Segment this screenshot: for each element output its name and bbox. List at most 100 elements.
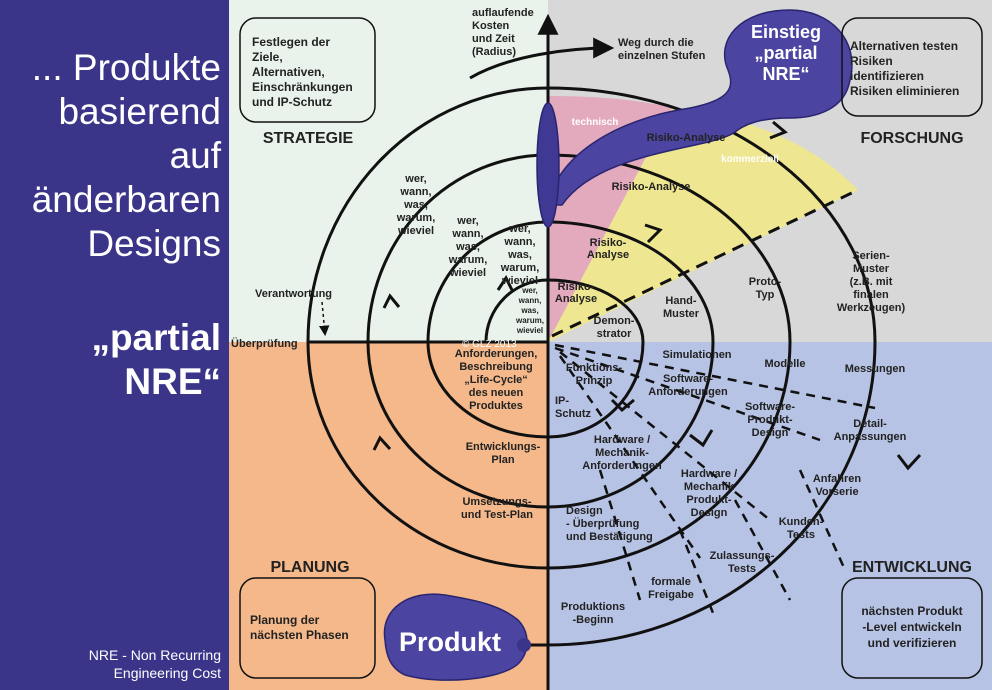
hw-requirements-label-line: Mechanik- xyxy=(595,447,649,459)
detail-adjust-label: Detail-Anpassungen xyxy=(834,418,907,443)
entry-shape xyxy=(547,9,853,206)
customer-tests-label: Kunden-Tests xyxy=(779,516,824,541)
approval-tests-label: Zulassungs-Tests xyxy=(710,550,775,575)
footnote: NRE - Non Recurring Engineering Cost xyxy=(6,646,221,682)
development-box xyxy=(841,577,983,679)
risk-analysis-label-line: Risiko-Analyse xyxy=(647,132,726,144)
serial-sample-label-line: finalen xyxy=(853,289,889,301)
serial-sample-label-line: Muster xyxy=(853,263,890,275)
measurements-label: Messungen xyxy=(845,363,906,375)
models-label: Modelle xyxy=(765,358,806,370)
risk-analysis-label: Risiko-Analyse xyxy=(612,181,691,193)
risk-technical-label-line: technisch xyxy=(572,117,619,128)
prototype-label: Proto-Typ xyxy=(749,276,782,301)
risk-commercial-label-line: kommerziell xyxy=(721,154,779,165)
demonstrator-label-line: Demon- xyxy=(594,315,635,327)
questions-inner-line: warum, xyxy=(500,262,540,274)
hw-requirements-label-line: Anforderungen xyxy=(582,460,662,472)
detail-adjust-label-line: Detail- xyxy=(853,418,887,430)
development-box-text-line: nächsten Produkt xyxy=(861,604,962,618)
production-start-label-line: Produktions xyxy=(561,601,625,613)
research-box-text-line: Risiken eliminieren xyxy=(850,84,959,98)
production-start-label: Produktions-Beginn xyxy=(561,601,625,626)
sw-design-label-line: Produkt- xyxy=(747,414,793,426)
path-label-line: einzelnen Stufen xyxy=(618,50,706,62)
questions-core-line: wieviel xyxy=(516,326,543,335)
direction-arrow xyxy=(382,293,401,309)
requirements-label-line: Beschreibung xyxy=(459,361,532,373)
planning-box-text-line: nächsten Phasen xyxy=(250,628,349,642)
review-label: Überprüfung xyxy=(231,337,298,350)
responsibility-arrow xyxy=(318,301,330,337)
release-label-line: formale xyxy=(651,576,691,588)
risk-technical-label: technisch xyxy=(572,117,619,128)
headline-line: auf xyxy=(169,135,221,176)
pilot-run-label-line: Anfahren xyxy=(813,473,862,485)
development-title-line: ENTWICKLUNG xyxy=(852,559,972,576)
research-box-text-line: Alternativen testen xyxy=(850,39,958,53)
questions-outer: wer,wann,was,warum,wieviel xyxy=(396,173,436,237)
strategy-box xyxy=(239,17,376,123)
spiral-ring-4 xyxy=(306,86,877,647)
dev-divider xyxy=(559,351,771,521)
questions-mid-line: was, xyxy=(455,241,480,253)
questions-mid: wer,wann,was,warum,wieviel xyxy=(448,215,488,279)
review-label-line: Überprüfung xyxy=(231,337,298,350)
function-principle-label-line: Funktions- xyxy=(566,362,623,374)
entry-label-line: NRE“ xyxy=(762,64,809,84)
function-principle-label-line: Prinzip xyxy=(576,375,613,387)
footnote-line: Engineering Cost xyxy=(113,665,221,681)
requirements-label-line: „Life-Cycle“ xyxy=(464,374,528,386)
direction-arrow xyxy=(644,223,663,244)
path-label-line: Weg durch die xyxy=(618,37,694,49)
dev-plan-label-line: Plan xyxy=(491,454,515,466)
design-review-label-line: - Überprüfung xyxy=(566,517,639,530)
requirements-label-line: Produktes xyxy=(469,400,523,412)
risk-analysis-label-line: Risiko-Analyse xyxy=(612,181,691,193)
release-label-line: Freigabe xyxy=(648,589,694,601)
approval-tests-label-line: Tests xyxy=(728,563,756,575)
risk-analysis-label-line: Analyse xyxy=(587,249,629,261)
approval-tests-label-line: Zulassungs- xyxy=(710,550,775,562)
research-box xyxy=(841,17,983,117)
impl-plan-label-line: Umsetzungs- xyxy=(462,496,531,508)
direction-arrow xyxy=(372,435,392,451)
dev-plan-label: Entwicklungs-Plan xyxy=(466,441,541,466)
questions-mid-line: wieviel xyxy=(449,267,486,279)
serial-sample-label-line: Serien- xyxy=(852,250,890,262)
subtitle: „partial NRE“ xyxy=(6,316,221,404)
responsibility-label: Verantwortung xyxy=(255,288,332,300)
customer-tests-label-line: Tests xyxy=(787,529,815,541)
direction-arrow xyxy=(769,120,788,140)
sw-design-label: Software-Produkt-Design xyxy=(745,401,795,439)
hand-sample-label-line: Hand- xyxy=(665,295,697,307)
strategy-box-text-line: Festlegen der xyxy=(252,35,330,49)
entry-oval xyxy=(536,102,560,228)
customer-tests-label-line: Kunden- xyxy=(779,516,824,528)
research-box-text-line: Risiken xyxy=(850,54,893,68)
research-title: FORSCHUNG xyxy=(860,130,963,147)
direction-arrow xyxy=(610,398,635,413)
production-start-label-line: -Beginn xyxy=(573,614,614,626)
detail-adjust-label-line: Anpassungen xyxy=(834,431,907,443)
hand-sample-label-line: Muster xyxy=(663,308,700,320)
models-label-line: Modelle xyxy=(765,358,806,370)
dev-divider xyxy=(798,469,847,571)
risk-analysis-label-line: Analyse xyxy=(555,293,597,305)
headline: ... Produkte basierend auf änderbaren De… xyxy=(6,46,221,266)
headline-line: Designs xyxy=(87,223,221,264)
questions-mid-line: warum, xyxy=(448,254,488,266)
risk-commercial-area xyxy=(548,108,858,342)
research-box-text-line: identifizieren xyxy=(850,69,924,83)
responsibility-label-line: Verantwortung xyxy=(255,288,332,300)
demonstrator-label-line: strator xyxy=(597,328,633,340)
prototype-label-line: Typ xyxy=(756,289,775,301)
dev-plan-label-line: Entwicklungs- xyxy=(466,441,541,453)
development-box-text-line: -Level entwickeln xyxy=(862,620,961,634)
